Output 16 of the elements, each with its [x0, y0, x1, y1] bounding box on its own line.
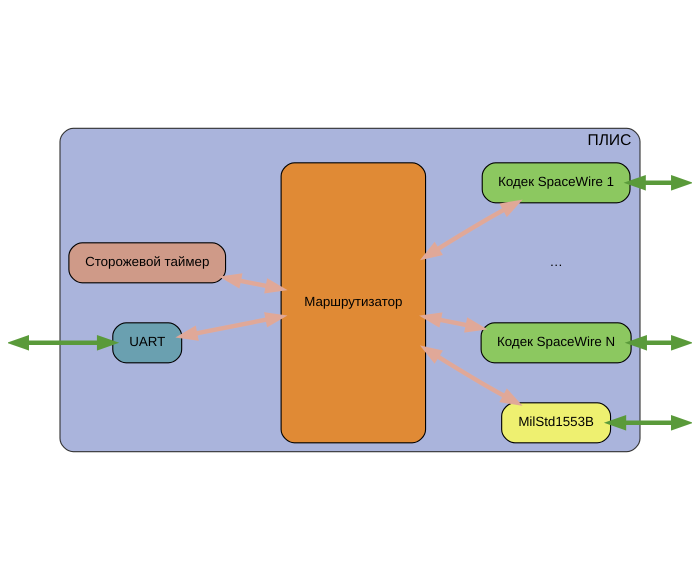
arrow: [8, 334, 120, 350]
node-box: Сторожевой таймер: [68, 242, 226, 283]
node-box: Кодек SpaceWire 1: [482, 162, 631, 203]
arrow: [624, 174, 692, 190]
node-box: Маршрутизатор: [280, 162, 426, 443]
label: …: [549, 254, 563, 269]
arrow: [420, 199, 523, 260]
arrow: [604, 414, 692, 430]
node-box: Кодек SpaceWire N: [480, 322, 632, 363]
arrow: [419, 312, 488, 332]
arrow: [219, 272, 288, 293]
arrow: [624, 334, 692, 350]
node-box: MilStd1553B: [501, 402, 612, 443]
arrow: [420, 344, 523, 406]
node-box: UART: [112, 322, 182, 363]
arrow: [175, 312, 288, 340]
